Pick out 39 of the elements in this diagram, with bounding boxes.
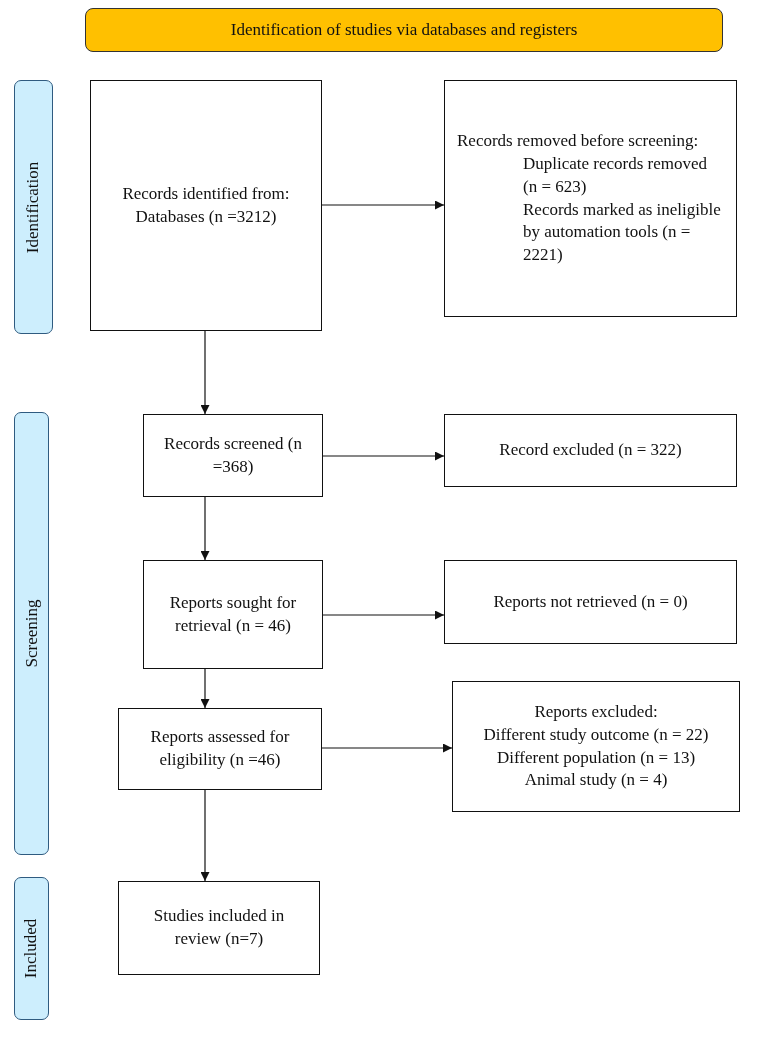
title-banner — [85, 8, 723, 52]
arrow — [200, 330, 210, 415]
box-text: Different population (n = 13) — [496, 746, 696, 769]
arrow — [321, 200, 445, 210]
process-box — [143, 414, 323, 497]
box-heading: Reports excluded: — [534, 700, 658, 723]
process-box — [444, 560, 737, 644]
box-heading: Identification of studies via databases and registers — [230, 18, 578, 41]
box-text: Different study outcome (n = 22) — [483, 723, 709, 746]
arrow — [200, 668, 210, 709]
process-box — [118, 708, 322, 790]
box-heading: Record excluded (n = 322) — [499, 439, 682, 462]
process-box — [90, 80, 322, 331]
process-box — [143, 560, 323, 669]
phase-band — [14, 412, 49, 855]
phase-label: Included — [20, 918, 42, 979]
phase-label: Screening — [20, 599, 42, 668]
process-box — [118, 881, 320, 975]
process-box — [452, 681, 740, 812]
phase-band — [14, 80, 53, 334]
box-heading: Reports not retrieved (n = 0) — [493, 590, 688, 613]
arrow — [200, 789, 210, 882]
arrow — [322, 451, 445, 461]
box-text: Duplicate records removed (n = 623) — [523, 152, 709, 198]
box-heading: Reports assessed for eligibility (n =46) — [149, 726, 291, 771]
arrow — [321, 743, 453, 753]
box-heading: Records identified from: Databases (n =3212) — [121, 182, 291, 228]
arrow — [322, 610, 445, 620]
box-text: Animal study (n = 4) — [524, 769, 668, 792]
box-heading: Reports sought for retrieval (n = 46) — [168, 591, 298, 637]
box-heading: Studies included in review (n=7) — [152, 905, 286, 950]
process-box — [444, 414, 737, 487]
box-heading: Records screened (n =368) — [163, 432, 303, 478]
box-text: Records marked as ineligible by automation tools (n = 2221) — [523, 198, 722, 267]
process-box — [444, 80, 737, 317]
phase-band — [14, 877, 49, 1020]
box-heading: Records removed before screening: — [457, 129, 699, 152]
arrow — [200, 496, 210, 561]
phase-label: Identification — [22, 161, 44, 253]
